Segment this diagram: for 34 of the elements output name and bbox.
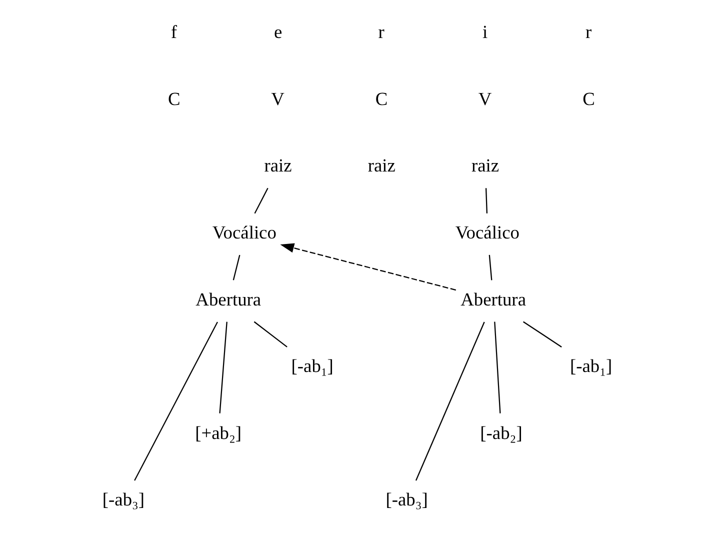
connector: [232, 254, 240, 280]
node-text: raiz: [472, 156, 500, 176]
connector: [254, 188, 268, 214]
node-text: [+ab₂]: [195, 422, 242, 443]
connector: [522, 321, 562, 348]
connector: [254, 321, 288, 348]
label: e: [274, 22, 282, 42]
label: raiz: [368, 156, 396, 176]
node-text: raiz: [264, 156, 292, 176]
connector: [134, 322, 218, 481]
node-text: Abertura: [196, 289, 262, 310]
node-text: [-ab₁]: [570, 356, 612, 376]
label: C: [582, 88, 595, 109]
label: i: [482, 22, 488, 42]
connector: [494, 322, 501, 414]
label: C: [168, 88, 180, 109]
connector: [485, 188, 488, 214]
node-text: Vocálico: [455, 222, 520, 242]
node-text: Abertura: [460, 289, 526, 310]
arrow: [280, 243, 456, 291]
connector: [415, 322, 485, 481]
connector: [488, 254, 492, 280]
connector: [219, 322, 228, 414]
label: C: [375, 88, 388, 109]
node-text: [-ab₃]: [386, 490, 428, 510]
node-text: Vocálico: [212, 222, 276, 242]
label: r: [586, 22, 592, 42]
node-text: [-ab₂]: [480, 422, 522, 443]
label: r: [378, 22, 384, 42]
label: V: [271, 88, 284, 109]
node-text: [-ab₁]: [291, 356, 334, 376]
label: f: [170, 22, 178, 42]
node-text: [-ab₃]: [102, 490, 145, 510]
label: V: [478, 88, 492, 109]
